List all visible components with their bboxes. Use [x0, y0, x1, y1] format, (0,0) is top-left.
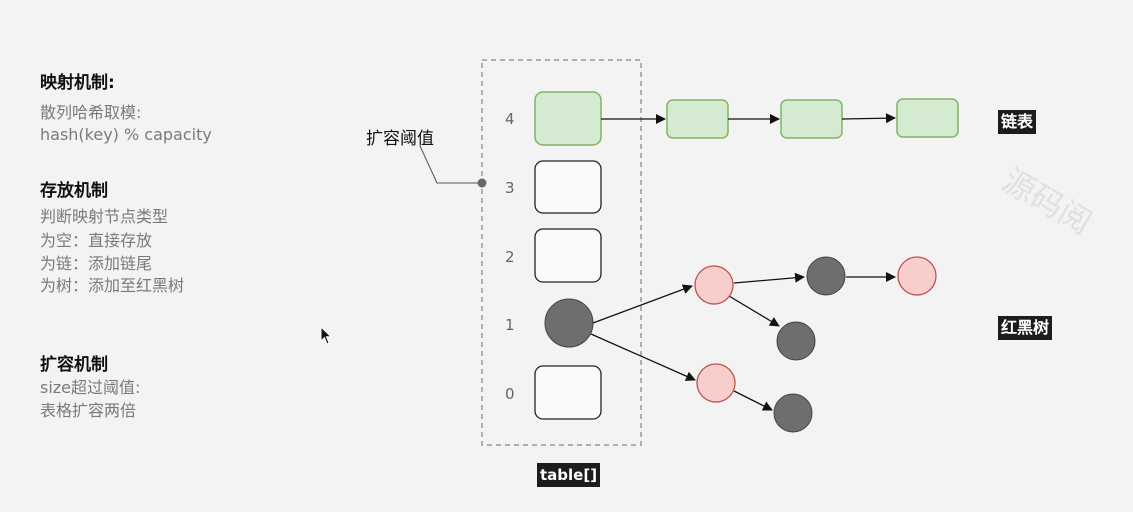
storage-line-2: 为空：直接存放 [40, 231, 153, 250]
storage-line-3: 为链：添加链尾 [40, 254, 153, 273]
list-node-1 [666, 99, 729, 139]
resize-title: 扩容机制 [40, 355, 108, 375]
index-4: 4 [505, 110, 515, 128]
table-container [481, 59, 642, 446]
slot-0 [534, 365, 602, 420]
rb-tree-label: 红黑树 [998, 316, 1053, 340]
tree-node-black-c [806, 256, 846, 296]
tree-edge-a-e [728, 295, 780, 327]
threshold-label: 扩容阈值 [366, 129, 434, 149]
tree-node-red-b [696, 363, 736, 403]
mapping-line-1: 散列哈希取模: [40, 103, 142, 122]
slot-3 [534, 160, 602, 214]
tree-edge-root-b [590, 333, 696, 381]
slot-1-black-node [544, 298, 594, 348]
storage-line-1: 判断映射节点类型 [40, 207, 169, 226]
slot-2 [534, 228, 602, 283]
table-label: table[] [537, 463, 601, 487]
slot-4 [534, 91, 602, 146]
resize-line-1: size超过阈值: [40, 378, 141, 397]
mouse-cursor-icon [320, 326, 333, 345]
tree-edge-root-a [592, 284, 693, 324]
threshold-callout-line [419, 145, 482, 184]
tree-node-red-a [694, 265, 734, 305]
linked-list-label: 链表 [998, 110, 1037, 134]
list-arrow-3 [841, 113, 896, 124]
tree-edge-a-c [733, 272, 805, 284]
index-3: 3 [505, 179, 515, 197]
mapping-title: 映射机制: [40, 73, 115, 93]
tree-node-red-d [897, 256, 937, 296]
storage-line-4: 为树：添加至红黑树 [40, 276, 185, 295]
index-1: 1 [505, 316, 515, 334]
index-2: 2 [505, 248, 515, 266]
list-node-2 [780, 99, 843, 139]
resize-line-2: 表格扩容两倍 [40, 401, 137, 420]
mapping-line-2: hash(key) % capacity [40, 125, 212, 144]
index-0: 0 [505, 385, 515, 403]
list-node-3 [896, 98, 959, 138]
tree-node-black-f [773, 393, 813, 433]
tree-edge-b-f [733, 390, 773, 411]
threshold-point [477, 178, 487, 188]
storage-title: 存放机制 [40, 181, 108, 201]
tree-node-black-e [776, 321, 816, 361]
